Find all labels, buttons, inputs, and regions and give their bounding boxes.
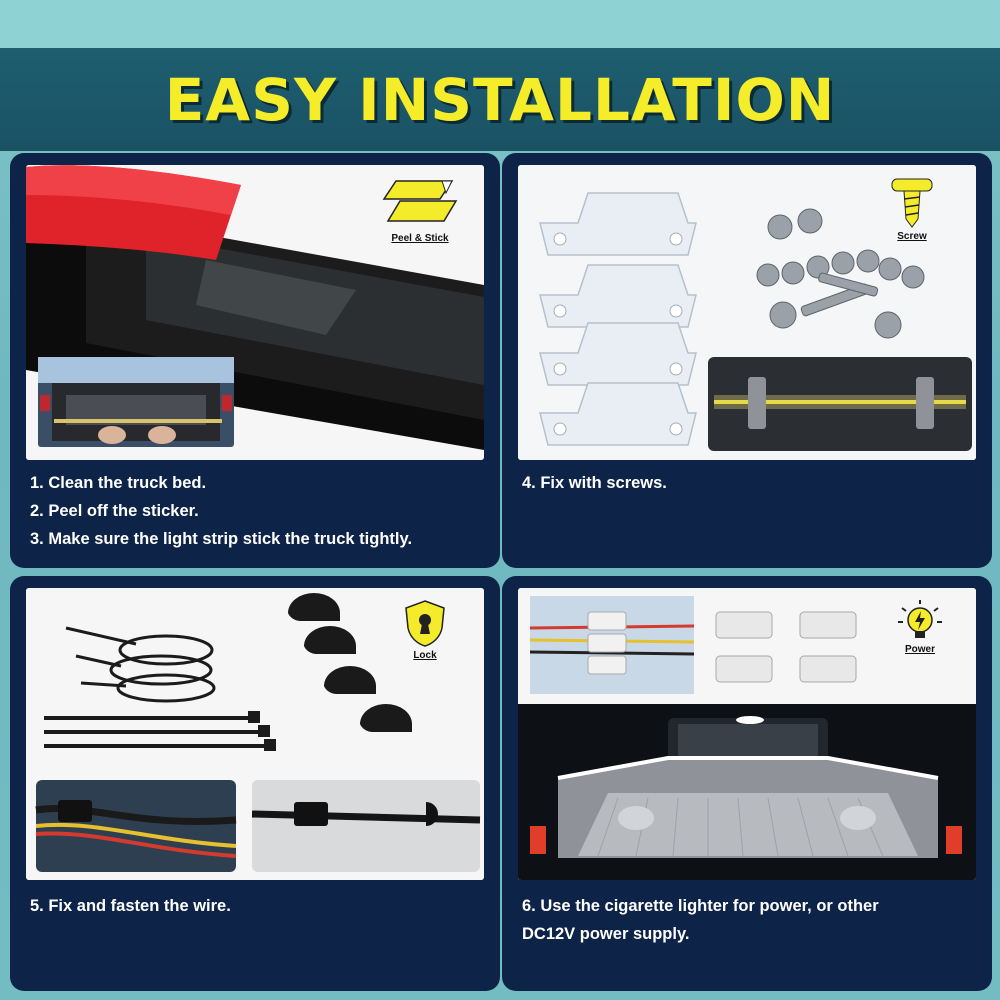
brackets-screws-illustration [518, 165, 976, 460]
badge-label: Lock [413, 650, 437, 661]
step-5: 5. Fix and fasten the wire. [30, 897, 231, 915]
badge-label: Peel & Stick [391, 233, 449, 244]
top-strip [0, 0, 1000, 48]
step-6-continued: DC12V power supply. [522, 925, 690, 943]
photo-ties-clips: Lock [26, 588, 484, 880]
badge-power: Power [896, 598, 944, 655]
panel-peel-stick: Peel & Stick 1. Clean the truck bed. 2. … [10, 153, 500, 568]
panel-lock: Lock 5. Fix and fasten the wire. [10, 576, 500, 991]
steps-list: 5. Fix and fasten the wire. [30, 892, 488, 920]
panel-screw: Screw 4. Fix with screws. [502, 153, 992, 568]
peel-stick-icon [382, 180, 458, 222]
badge-label: Power [904, 644, 935, 655]
badge-screw: Screw [888, 175, 936, 242]
screw-icon [891, 178, 933, 228]
steps-list: 4. Fix with screws. [522, 469, 980, 497]
step-4: 4. Fix with screws. [522, 474, 667, 492]
banner: EASY INSTALLATION [0, 48, 1000, 151]
step-2: 2. Peel off the sticker. [30, 502, 199, 520]
connectors-truck-illustration [518, 588, 976, 880]
power-bulb-icon [898, 600, 942, 638]
badge-lock: Lock [402, 598, 448, 661]
badge-label: Screw [897, 231, 927, 242]
panel-power: Power 6. Use the cigarette lighter for p… [502, 576, 992, 991]
ties-clips-illustration [26, 588, 484, 880]
badge-peel-stick: Peel & Stick [382, 173, 458, 244]
steps-list: 1. Clean the truck bed. 2. Peel off the … [30, 469, 488, 553]
photo-light-strip: Peel & Stick [26, 165, 484, 460]
photo-connectors-truck: Power [518, 588, 976, 880]
step-1: 1. Clean the truck bed. [30, 474, 207, 492]
steps-list: 6. Use the cigarette lighter for power, … [522, 892, 980, 948]
step-6: 6. Use the cigarette lighter for power, … [522, 897, 879, 915]
lock-icon [405, 600, 445, 647]
photo-brackets-screws: Screw [518, 165, 976, 460]
banner-title: EASY INSTALLATION [164, 65, 836, 134]
step-3: 3. Make sure the light strip stick the t… [30, 530, 413, 548]
